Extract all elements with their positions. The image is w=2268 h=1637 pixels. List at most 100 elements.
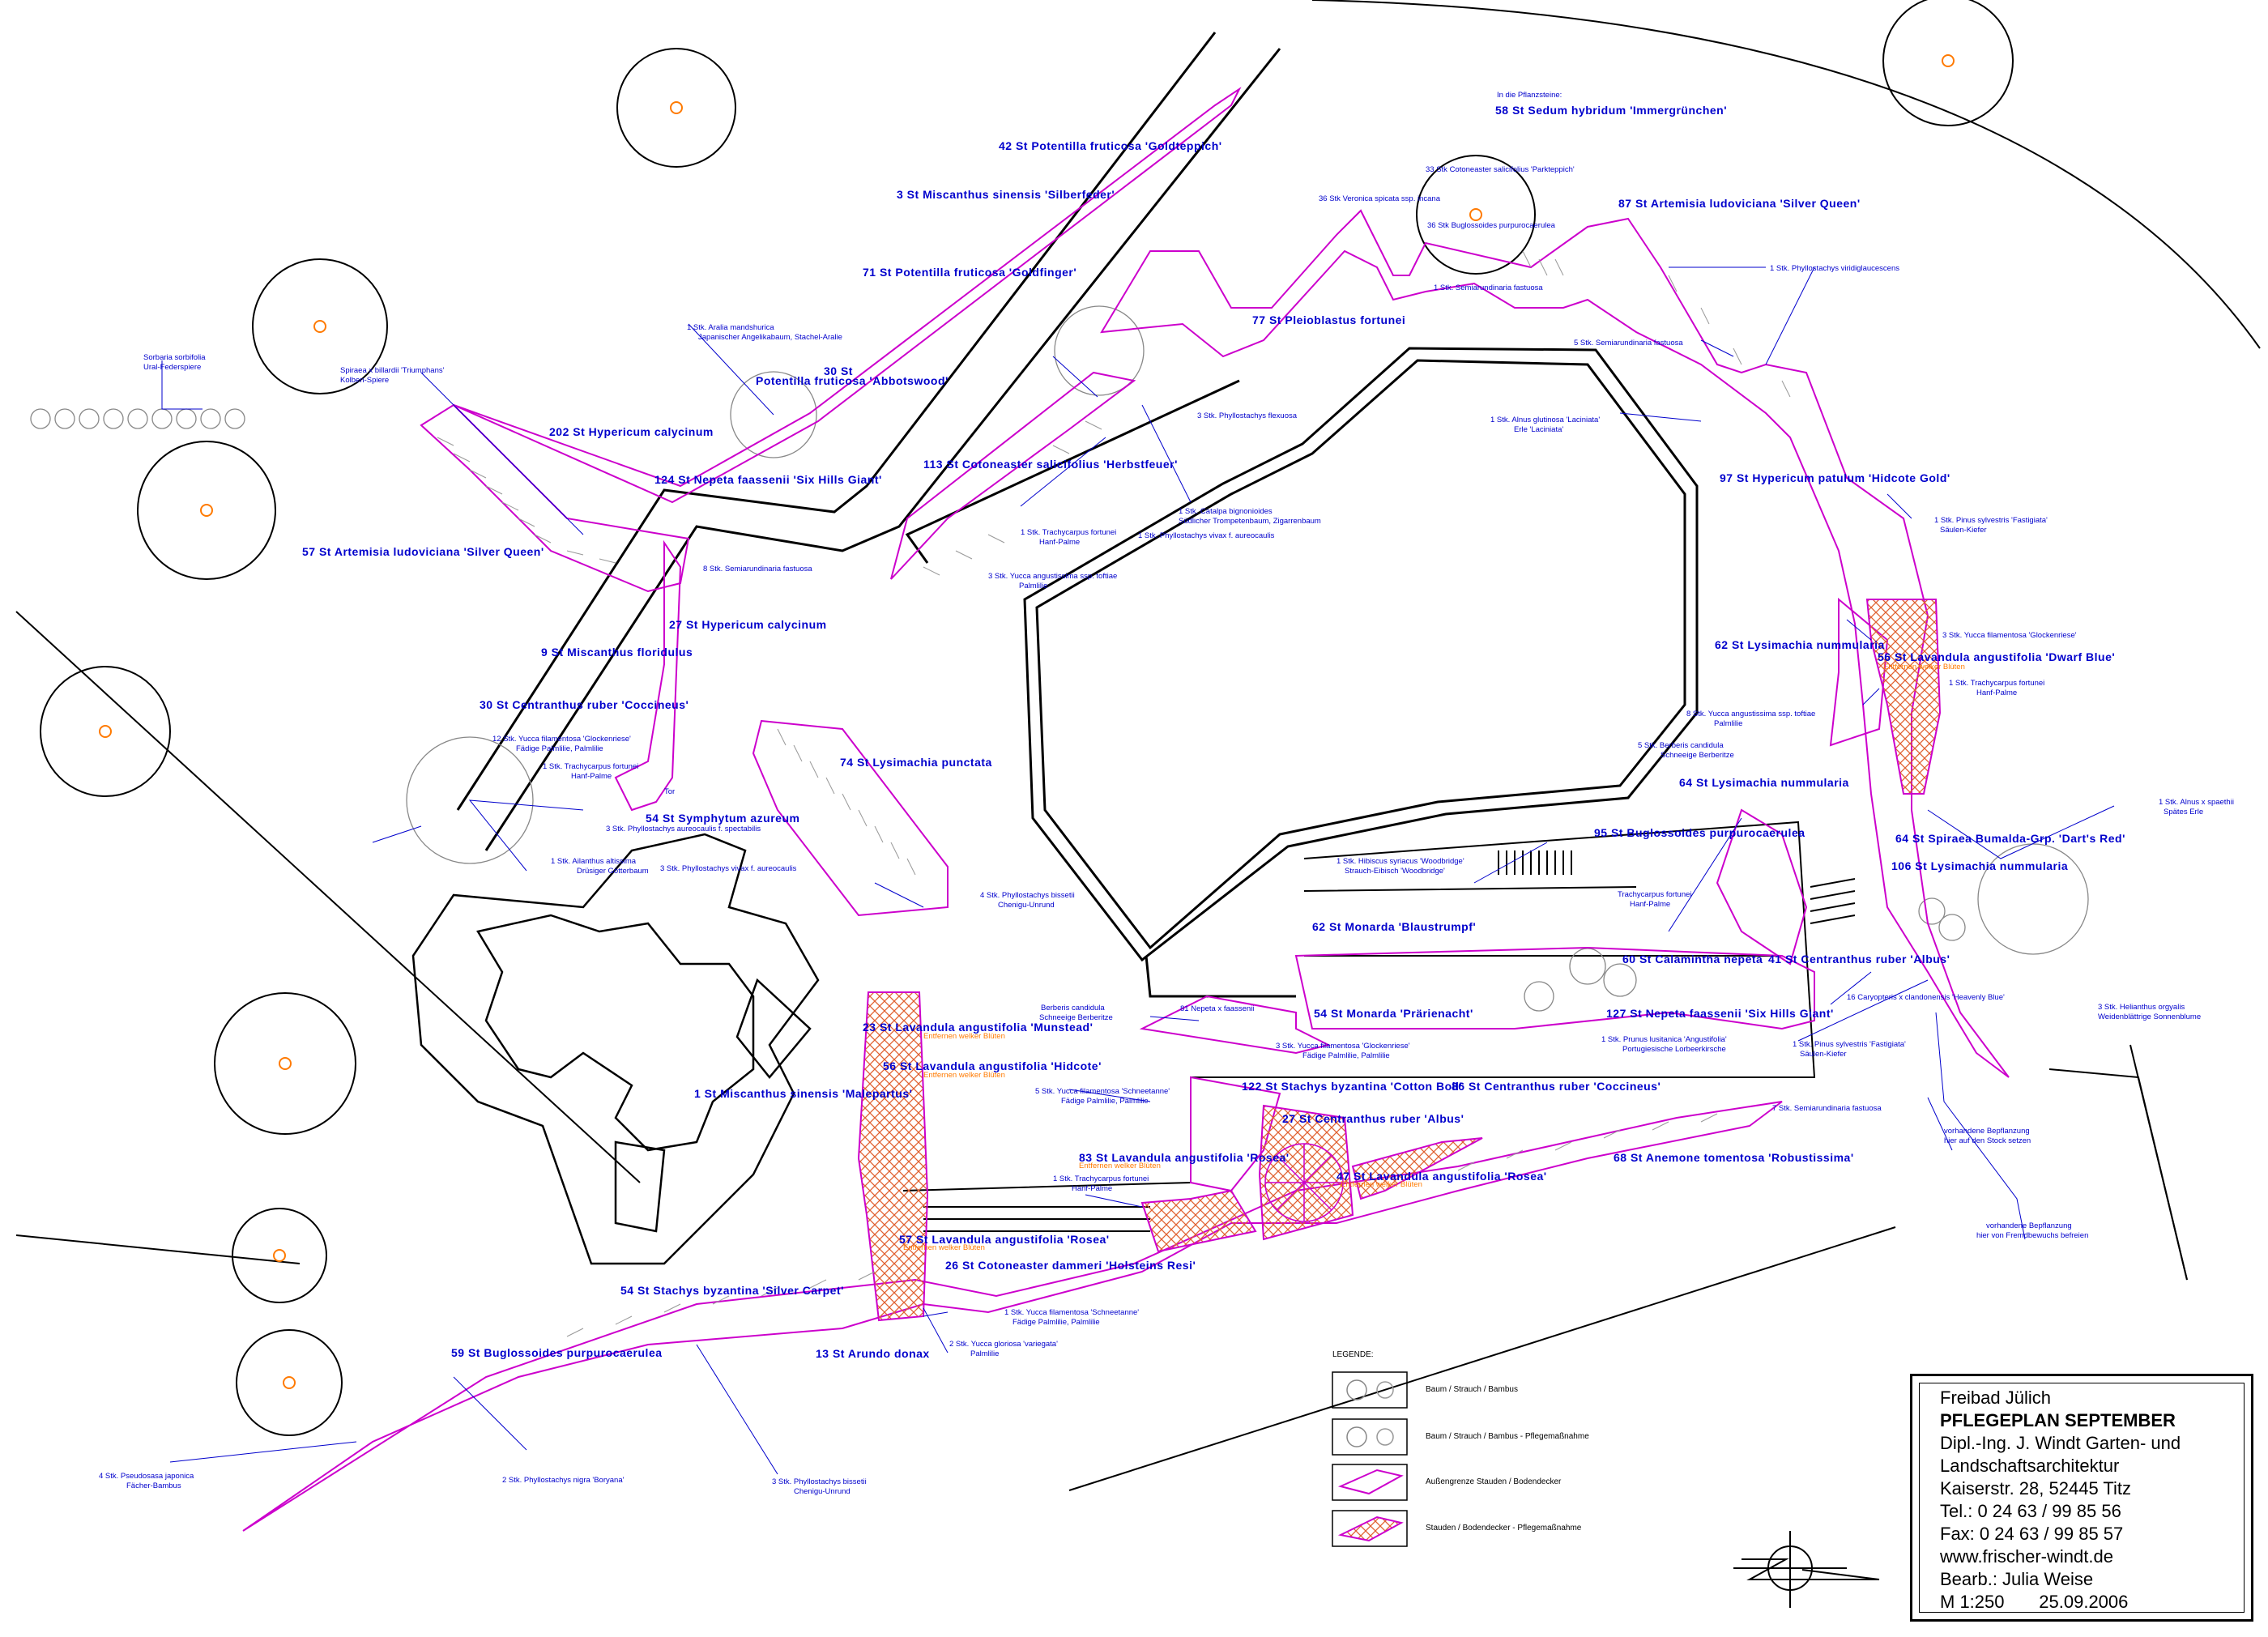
bed-label: 26 St Cotoneaster dammeri 'Holsteins Res… [945,1259,1196,1272]
plant-note: 1 Stk. Hibiscus syriacus 'Woodbridge' [1336,857,1464,866]
plant-note: 7 Stk. Semiarundinaria fastuosa [1772,1104,1882,1113]
legend-outline-symbol [1337,1469,1404,1495]
plant-note: 81 Nepeta x faassenii [1180,1004,1255,1013]
plant-note: Portugiesische Lorbeerkirsche [1622,1045,1726,1054]
legend-symbols [1332,1371,1408,1547]
plant-note: 1 Stk. Trachycarpus fortunei [1949,679,2045,688]
plant-note: Palmlilie [1019,582,1048,590]
bed-label: 77 St Pleioblastus fortunei [1252,313,1406,326]
bed-label: 106 St Lysimachia nummularia [1891,859,2069,872]
plant-note: Japanischer Angelikabaum, Stachel-Aralie [698,333,842,342]
bed-label: 95 St Buglossoides purpurocaerulea [1594,826,1805,839]
bed-label: 71 St Potentilla fruticosa 'Goldfinger' [863,266,1077,279]
plant-note-maintenance: Entfernen welker Blüten [923,1071,1005,1080]
office-fax: Fax: 0 24 63 / 99 85 57 [1940,1524,2124,1544]
plant-note: 3 Stk. Phyllostachys flexuosa [1197,411,1298,420]
legend-item: Baum / Strauch / Bambus [1426,1385,1518,1394]
plant-note: 12 Stk. Yucca filamentosa 'Glockenriese' [492,735,631,744]
plant-note: 1 Stk. Ailanthus altissima [551,857,637,866]
plant-note: 2 Stk. Yucca gloriosa 'variegata' [949,1340,1058,1349]
plant-note: 1 Stk. Alnus glutinosa 'Laciniata' [1490,416,1601,424]
plant-note: 1 Stk. Trachycarpus fortunei [1053,1174,1149,1183]
bed-label: 41 St Centranthus ruber 'Albus' [1768,953,1950,966]
bed-label: 60 St Calamintha nepeta [1622,953,1763,966]
plant-note: hier auf den Stock setzen [1944,1136,2031,1145]
bed-label: 87 St Artemisia ludoviciana 'Silver Quee… [1618,197,1861,210]
bed-label: 57 St Lavandula angustifolia 'Rosea' [899,1233,1110,1246]
plant-note: Palmlilie [1714,719,1743,728]
bed-label: 57 St Artemisia ludoviciana 'Silver Quee… [302,545,544,558]
bed-label: 54 St Monarda 'Prärienacht' [1314,1007,1473,1020]
plant-note: Hanf-Palme [1630,900,1671,909]
plant-note: Ural-Federspiere [143,363,202,372]
plant-note: Erle 'Laciniata' [1514,425,1564,434]
plant-note-maintenance: Entfernen welker Blüten [1079,1162,1161,1170]
plant-note: 8 Stk. Yucca angustissima ssp. toftiae [1686,710,1816,718]
plant-note: 3 Stk. Phyllostachys bissetii [772,1477,867,1486]
plant-note: Spiraea x billardii 'Triumphans' [340,366,445,375]
shrub-symbols [30,305,2089,1012]
site-boundary [15,0,2261,1491]
plant-note: vorhandene Bepflanzung [1944,1127,2030,1136]
plant-note: 1 Stk. Phyllostachys vivax f. aureocauli… [1138,531,1275,540]
bed-label: 27 St Centranthus ruber 'Albus' [1282,1112,1464,1125]
bed-label: 83 St Lavandula angustifolia 'Rosea' [1079,1151,1290,1164]
plant-note-maintenance: Entfernen welker Blüten [903,1243,985,1252]
legend-title: LEGENDE: [1332,1350,1374,1359]
plant-note: Strauch-Eibisch 'Woodbridge' [1345,867,1445,876]
plant-note: 8 Stk. Semiarundinaria fastuosa [703,565,812,573]
plant-note: 3 Stk. Yucca filamentosa 'Glockenriese' [1276,1042,1410,1051]
plant-note: Spätes Erle [2164,808,2204,816]
bed-label: 23 St Lavandula angustifolia 'Munstead' [863,1021,1094,1034]
plant-note: Säulen-Kiefer [1940,526,1987,535]
bed-label: 124 St Nepeta faassenii 'Six Hills Giant… [654,473,882,486]
scale-and-date: M 1:250 25.09.2006 [1940,1592,2129,1612]
hatched-beds [857,599,1942,1322]
plant-note: 3 Stk. Phyllostachys aureocaulis f. spec… [606,825,761,833]
bed-label: 127 St Nepeta faassenii 'Six Hills Giant… [1606,1007,1834,1020]
plant-note: Sorbaria sorbifolia [143,353,206,362]
plant-note-maintenance: Entfernen welker Blüten [1341,1180,1422,1189]
bed-label: 62 St Lysimachia nummularia [1715,638,1885,651]
plant-note: 1 Stk. Pinus sylvestris 'Fastigiata' [1934,516,2048,525]
plant-note: 1 Stk. Pinus sylvestris 'Fastigiata' [1793,1040,1906,1049]
plant-note: Schneeige Berberitze [1039,1013,1113,1022]
title-block: Freibad Jülich PFLEGEPLAN SEPTEMBER Dipl… [1910,1374,2253,1622]
plant-note-maintenance: Entfernen welker Blüten [923,1032,1005,1041]
plant-note: Säulen-Kiefer [1800,1050,1847,1059]
bed-label: 59 St Buglossoides purpurocaerulea [451,1346,663,1359]
plant-note: 1 Stk. Trachycarpus fortunei [543,762,639,771]
bed-label: 64 St Lysimachia nummularia [1679,776,1849,789]
bed-label: 27 St Hypericum calycinum [669,618,827,631]
editor-name: Bearb.: Julia Weise [1940,1569,2094,1589]
legend-item: Baum / Strauch / Bambus - Pflegemaßnahme [1426,1432,1589,1441]
office-website: www.frischer-windt.de [1940,1546,2113,1567]
bed-label: 30 St [824,364,853,377]
plant-note: hier von Fremdbewuchs befreien [1976,1231,2089,1240]
plant-note: 4 Stk. Pseudosasa japonica [99,1472,194,1481]
plan-title: PFLEGEPLAN SEPTEMBER [1940,1410,2176,1430]
plant-note: 3 Stk. Yucca angustissima ssp. toftiae [988,572,1118,581]
bed-label: 56 St Lavandula angustifolia 'Dwarf Blue… [1878,650,2116,663]
plant-note: 3 Stk. Helianthus orgyalis [2098,1003,2185,1012]
title-block-frame [1919,1383,2245,1613]
bed-label: 9 St Miscanthus floridulus [541,646,693,659]
bed-label: 86 St Centranthus ruber 'Coccineus' [1452,1080,1661,1093]
bed-label: 54 St Stachys byzantina 'Silver Carpet' [620,1284,844,1297]
round-feature [1264,1143,1344,1222]
office-address: Kaiserstr. 28, 52445 Titz [1940,1478,2132,1498]
plant-note: 36 Stk Buglossoides purpurocaerulea [1427,221,1555,230]
plant-note: 1 Stk. Aralia mandshurica [687,323,774,332]
bed-label: 74 St Lysimachia punctata [840,756,992,769]
plant-note: Südlicher Trompetenbaum, Zigarrenbaum [1179,517,1321,526]
plant-note: Fädige Palmlilie, Palmlilie [1302,1051,1390,1060]
plant-note: Berberis candidula [1041,1004,1105,1012]
plant-note: Hanf-Palme [1039,538,1081,547]
plant-note: Fädige Palmlilie, Palmlilie [1013,1318,1100,1327]
plant-note: vorhandene Bepflanzung [1986,1221,2072,1230]
bed-outlines [242,87,2010,1532]
plant-note: Palmlilie [970,1349,1000,1358]
plant-note: 33 Stk Cotoneaster salicifolius 'Parktep… [1426,165,1575,174]
plant-note: Hanf-Palme [1976,688,2018,697]
